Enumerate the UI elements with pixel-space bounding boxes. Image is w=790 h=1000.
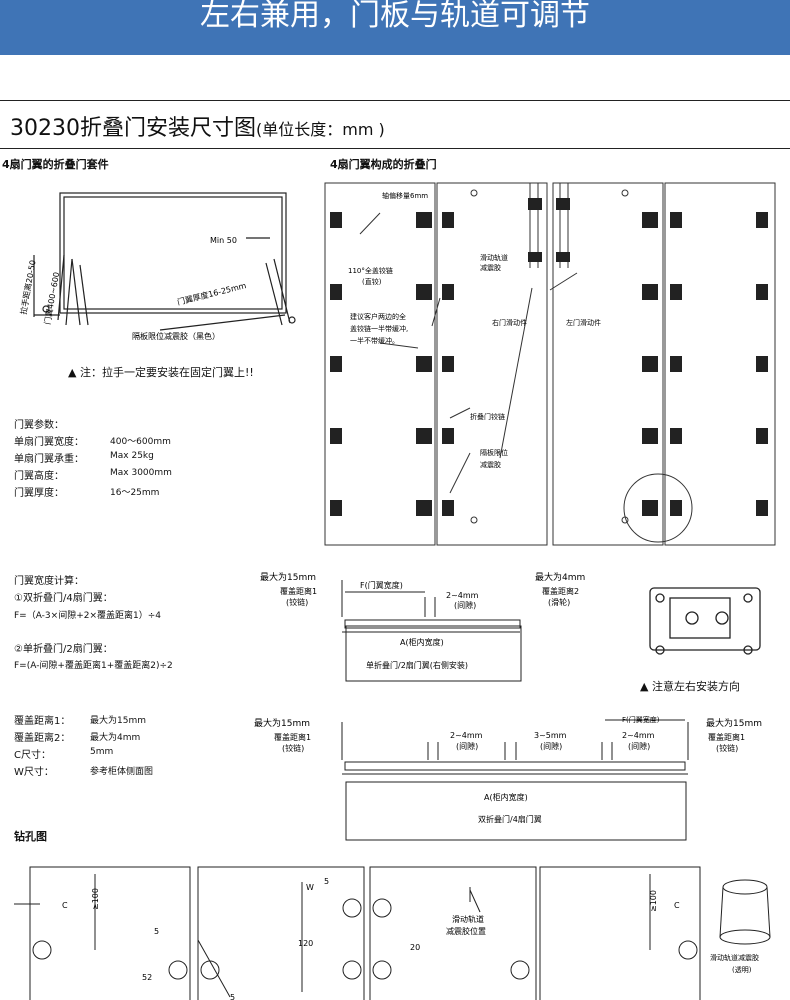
min-label: Min 50 (210, 236, 237, 245)
axis-shift: 轴偏移量6mm (382, 191, 428, 200)
gap2: 3~5mm (534, 731, 567, 740)
slide-damper-2: 减震胶 (480, 263, 501, 272)
drill-20: 20 (410, 943, 420, 952)
param-label: 单扇门翼宽度： (14, 437, 84, 448)
drill-five: 5 (154, 927, 159, 936)
double-fold-diagram: 最大为15mm 覆盖距离1 (铰链) 2~4mm (间隙) 3~5mm (间隙)… (254, 715, 762, 841)
drill-ge100-right: ≥100 (649, 890, 658, 912)
right-slider: 右门滑动件 (492, 318, 527, 327)
drill-slide-1: 滑动轨道 (452, 914, 484, 924)
calc-double-title: ①双折叠门/4扇门翼： (14, 593, 113, 604)
param-value: 16～25mm (110, 488, 160, 498)
damper-label: 隔板限位减震胶（黑色） (132, 331, 220, 341)
cover1-left: 覆盖距离1 (274, 732, 311, 742)
single-fold-diagram: 最大为15mm 覆盖距离1 (铰链) F(门翼宽度) 2~4mm (间隙) 最大… (260, 572, 585, 682)
title-rule-bottom (0, 148, 790, 149)
drill-diagram: C ≥100 5 52 W 5 120 20 滑动轨道 减震胶位置 C ≥100… (14, 866, 771, 1000)
title-rule (0, 100, 790, 101)
suggest-line-1: 建议客户两边的全 (350, 312, 406, 321)
drill-52: 52 (142, 973, 152, 982)
f-label: F(门翼宽度) (360, 580, 403, 590)
param-label: 门翼高度： (14, 471, 64, 482)
max15-left: 最大为15mm (254, 717, 310, 729)
legend-value: 参考柜体侧面图 (90, 767, 154, 777)
pulley: (滑轮) (548, 597, 570, 607)
drill-c: C (62, 901, 68, 910)
kit-drawing: Min 50 拉手距离20-50 门翼400~600 门翼厚度16-25mm 隔… (18, 192, 296, 341)
caption: 单折叠门/2扇门翼(右侧安装) (366, 660, 468, 670)
handle-distance: 拉手距离20-50 (18, 259, 37, 315)
gap2-label: (间隙) (540, 741, 562, 751)
drill-slide-2: 减震胶位置 (446, 926, 486, 936)
suggest-line-2: 盖铰链一半带缓冲, (350, 324, 408, 333)
cover1-right: 覆盖距离1 (708, 732, 745, 742)
max4: 最大为4mm (535, 572, 585, 583)
hinge-closeup (649, 587, 761, 655)
gap: 2~4mm (446, 591, 479, 600)
legend-label: 覆盖距离2： (14, 733, 71, 744)
calc-double-formula: F=（A-3×间隙+2×覆盖距离1）÷4 (14, 611, 161, 621)
hinge-right: (铰链) (716, 743, 738, 753)
calc-single-title: ②单折叠门/2扇门翼： (14, 644, 113, 655)
a-label: A(柜内宽度) (400, 637, 444, 647)
caption-2: 双折叠门/4扇门翼 (478, 814, 542, 824)
left-slider: 左门滑动件 (566, 318, 601, 327)
calc-single-formula: F=(A-间隙+覆盖距离1+覆盖距离2)÷2 (14, 661, 173, 671)
drill-damper-2: (透明) (732, 966, 752, 974)
legend-value: 最大为15mm (90, 716, 146, 726)
slide-damper: 滑动轨道 (480, 253, 508, 262)
f-label-2: F(门翼宽度) (622, 715, 660, 724)
params-heading: 门翼参数： (14, 420, 64, 431)
partition-2: 减震胶 (480, 460, 501, 469)
max15: 最大为15mm (260, 572, 316, 583)
drill-c-right: C (674, 901, 680, 910)
fold-hinge: 折叠门铰链 (470, 412, 505, 421)
cover2: 覆盖距离2 (542, 586, 579, 596)
param-label: 门翼厚度： (14, 488, 64, 499)
hinge-note: (铰链) (286, 597, 308, 607)
page-title: 30230折叠门安装尺寸图(单位长度：mm ) (10, 116, 385, 141)
max15-right: 最大为15mm (706, 717, 762, 729)
handle-note: ▲ 注：拉手一定要安装在固定门翼上!! (68, 366, 254, 379)
gap-label: (间隙) (454, 600, 476, 610)
legend-value: 最大为4mm (90, 733, 141, 743)
gap3-label: (间隙) (628, 741, 650, 751)
legend-label: C尺寸： (14, 750, 51, 761)
a-label-2: A(柜内宽度) (484, 792, 528, 802)
partition-1: 隔板限位 (480, 448, 508, 457)
calc-heading: 门翼宽度计算： (14, 576, 84, 587)
kit-heading: 4扇门翼的折叠门套件 (2, 158, 109, 171)
drill-heading: 钻孔图 (14, 830, 47, 843)
thickness-label: 门翼厚度16-25mm (176, 280, 247, 307)
hinge-left: (铰链) (282, 743, 304, 753)
legend-label: W尺寸： (14, 767, 54, 778)
cover1: 覆盖距离1 (280, 586, 317, 596)
banner-text: 左右兼用，门板与轨道可调节 (200, 0, 590, 33)
installation-sheet: 30230折叠门安装尺寸图(单位长度：mm ) 4扇门翼的折叠门套件 4扇门翼构… (0, 100, 790, 1000)
top-banner: 左右兼用，门板与轨道可调节 (0, 0, 790, 55)
legend-label: 覆盖距离1： (14, 716, 71, 727)
drill-w: W (306, 883, 314, 892)
door-heading: 4扇门翼构成的折叠门 (330, 158, 437, 171)
install-direction-note: ▲ 注意左右安装方向 (640, 680, 740, 693)
param-label: 单扇门翼承重： (14, 454, 84, 465)
suggest-line-3: 一半不带缓冲。 (350, 336, 399, 345)
drill-five-c: 5 (230, 993, 235, 1000)
drill-damper-1: 滑动轨道减震胶 (710, 953, 759, 962)
param-value: 400～600mm (110, 437, 171, 447)
hinge-110-sub: (直铰) (362, 277, 382, 286)
drill-ge100: ≥100 (91, 888, 100, 910)
drill-120: 120 (298, 939, 313, 948)
param-value: Max 3000mm (110, 468, 172, 478)
gap1: 2~4mm (450, 731, 483, 740)
drill-five-b: 5 (324, 877, 329, 886)
gap1-label: (间隙) (456, 741, 478, 751)
legend-value: 5mm (90, 747, 114, 757)
door-drawing: 轴偏移量6mm 110°全盖铰链 (直铰) 滑动轨道 减震胶 建议客户两边的全 … (324, 182, 776, 546)
hinge-110: 110°全盖铰链 (348, 266, 393, 275)
param-value: Max 25kg (110, 451, 154, 461)
gap3: 2~4mm (622, 731, 655, 740)
